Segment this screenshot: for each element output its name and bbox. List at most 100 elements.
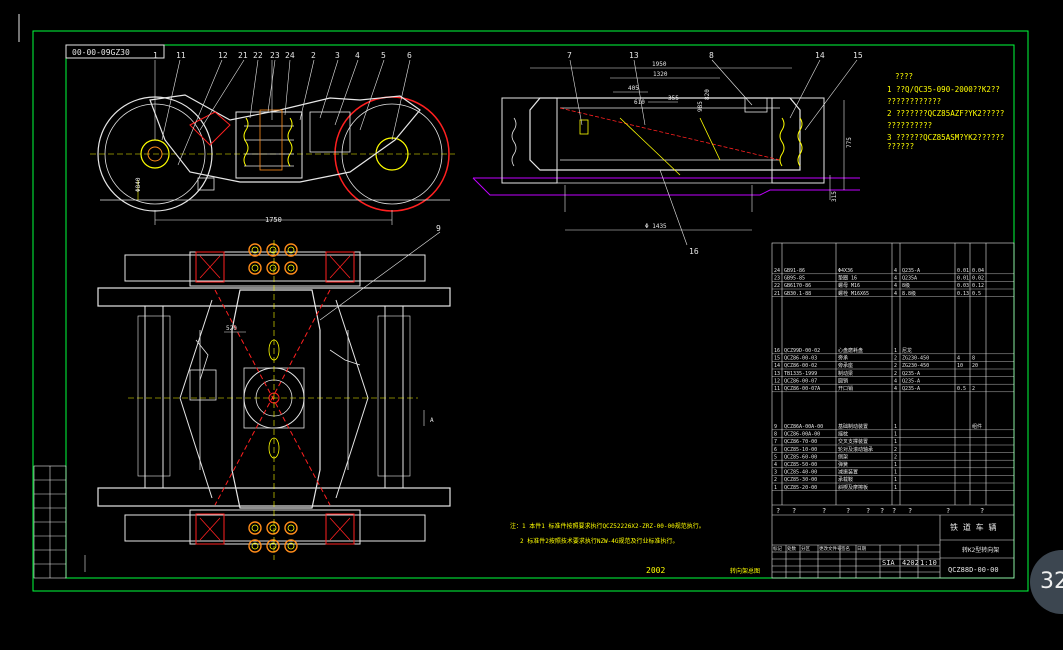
bom-cell-no: 23 xyxy=(774,276,780,282)
svg-text:775: 775 xyxy=(846,137,853,148)
dim-plan: 520 xyxy=(226,325,237,332)
bom-cell-w2: 0.12 xyxy=(972,283,984,289)
bom-cell-qty: 1 xyxy=(894,439,897,445)
bom-cell-name: 交叉支撑装置 xyxy=(838,438,868,445)
bom-cell-qty: 4 xyxy=(894,386,897,392)
zoom-badge[interactable]: 32 xyxy=(1030,550,1063,614)
svg-text:?: ? xyxy=(880,507,884,515)
bom-cell-code: QCZ85-40-00 xyxy=(784,470,817,476)
bom-cell-code: QCZ99D-00-02 xyxy=(784,348,820,354)
svg-text:3: 3 xyxy=(335,51,340,60)
svg-text:?: ? xyxy=(980,507,984,515)
bom-cell-no: 24 xyxy=(774,268,780,274)
bom-cell-no: 3 xyxy=(774,470,777,476)
bom-cell-w2: 0.04 xyxy=(972,268,984,274)
title-block-question-row: ? ? ? ? ? ? ? ? ? ? xyxy=(776,507,984,515)
bom-cell-no: 21 xyxy=(774,291,780,297)
bom-cell-mat: 8.8级 xyxy=(902,290,916,297)
bom-cell-qty: 2 xyxy=(894,454,897,460)
bom-cell-code: QCZ85-60-00 xyxy=(784,454,817,460)
svg-text:??????????: ?????????? xyxy=(887,121,932,130)
side-view-leaders xyxy=(154,59,411,166)
bom-cell-no: 15 xyxy=(774,356,780,362)
mid-text: 转向架总图 xyxy=(730,567,760,575)
bom-cell-no: 8 xyxy=(774,432,777,438)
bom-cell-w2: 8 xyxy=(972,356,975,362)
bom-cell-name: 侧架 xyxy=(838,453,848,460)
bom-cell-w1: 0.01 xyxy=(957,276,969,282)
title-weight: 4202 xyxy=(902,559,919,567)
svg-text:?: ? xyxy=(866,507,870,515)
bom-cell-w1: 0.5 xyxy=(957,386,966,392)
svg-text:分区: 分区 xyxy=(801,545,810,552)
bom-cell-name: 弹簧 xyxy=(838,461,848,468)
year-text: 2002 xyxy=(646,566,665,575)
svg-text:1 ??Q/QC35-090-2000??K2??: 1 ??Q/QC35-090-2000??K2?? xyxy=(887,85,1000,94)
bom-cell-qty: 1 xyxy=(894,470,897,476)
svg-text:13: 13 xyxy=(629,51,639,60)
bom-cell-no: 1 xyxy=(774,485,777,491)
svg-text:405: 405 xyxy=(628,85,639,92)
bom-cell-w1: 0.13 xyxy=(957,291,969,297)
bom-cell-qty: 1 xyxy=(894,477,897,483)
bom-cell-mat: 8级 xyxy=(902,282,910,289)
bom-cell-name: 圆销 xyxy=(838,377,848,384)
bom-cell-mat: ZG230-450 xyxy=(902,363,929,369)
bom-cell-code: QCZ85-20-00 xyxy=(784,485,817,491)
svg-text:16: 16 xyxy=(689,247,699,256)
section-marker: A xyxy=(430,417,434,424)
bom-cell-w1: 0.01 xyxy=(957,268,969,274)
bom-cell-qty: 2 xyxy=(894,371,897,377)
bom-cell-code: TB1335-1999 xyxy=(784,371,817,377)
bom-cell-name: 螺母 M16 xyxy=(838,282,860,289)
bom-cell-no: 5 xyxy=(774,454,777,460)
bom-cell-code: QCZ85-50-00 xyxy=(784,462,817,468)
bom-cell-code: QCZ86-00-02 xyxy=(784,363,817,369)
svg-text:?: ? xyxy=(908,507,912,515)
svg-text:315: 315 xyxy=(831,191,838,202)
bom-cell-qty: 4 xyxy=(894,291,897,297)
bom-cell-no: 16 xyxy=(774,348,780,354)
svg-text:820: 820 xyxy=(704,89,711,100)
bom-cell-name: 制动梁 xyxy=(838,370,853,377)
bom-cell-no: 13 xyxy=(774,371,780,377)
bom-cell-no: 22 xyxy=(774,283,780,289)
bom-cell-name: 垫圈 16 xyxy=(838,275,857,282)
bom-cell-code: GB6170-86 xyxy=(784,283,811,289)
svg-text:2 ???????QCZ85AZF?YK2?????: 2 ???????QCZ85AZF?YK2????? xyxy=(887,109,1004,118)
svg-text:610: 610 xyxy=(634,99,645,106)
svg-text:2 标准件2按照技术要求执行NZW-4G规范及行业标准执行。: 2 标准件2按照技术要求执行NZW-4G规范及行业标准执行。 xyxy=(520,537,679,545)
title-material: SIA xyxy=(882,559,895,567)
end-view-leaders xyxy=(569,59,858,131)
bom-cell-qty: 1 xyxy=(894,348,897,354)
title-scale: 1:10 xyxy=(920,559,937,567)
plan-callout-9: 9 xyxy=(436,224,441,233)
bom-cell-name: 心盘磨耗盘 xyxy=(838,347,863,354)
bom-cell-name: Φ4X36 xyxy=(838,268,853,274)
bom-cell-mat: ZG230-450 xyxy=(902,356,929,362)
bom-cell-name: 摇枕 xyxy=(838,431,848,438)
bom-cell-code: QCZ86-00-03 xyxy=(784,356,817,362)
sheet-border-outer xyxy=(32,30,1029,592)
bom-cell-code: QCZ86-70-00 xyxy=(784,439,817,445)
svg-text:1: 1 xyxy=(153,51,158,60)
svg-text:22: 22 xyxy=(253,51,263,60)
bom-cell-no: 6 xyxy=(774,447,777,453)
bom-cell-code: QCZ85-30-00 xyxy=(784,477,817,483)
side-view-callouts: 1 11 12 21 22 23 24 2 3 4 5 6 xyxy=(153,51,412,60)
bom-cell-no: 7 xyxy=(774,439,777,445)
bom-cell-qty: 1 xyxy=(894,485,897,491)
bom-cell-qty: 2 xyxy=(894,447,897,453)
svg-text:985: 985 xyxy=(697,101,704,112)
svg-text:6: 6 xyxy=(407,51,412,60)
bom-cell-mat: Q235-A xyxy=(902,378,920,384)
bom-cell-no: 11 xyxy=(774,386,780,392)
svg-text:日期: 日期 xyxy=(857,546,866,552)
bom-cell-name: 承载鞍 xyxy=(838,476,853,483)
revision-labels: 标记 处数 分区 更改文件号 签名 日期 xyxy=(773,545,866,552)
bom-cell-qty: 1 xyxy=(894,462,897,468)
bom-cell-code: QCZ86-00-07A xyxy=(784,386,820,392)
svg-text:?: ? xyxy=(946,507,950,515)
